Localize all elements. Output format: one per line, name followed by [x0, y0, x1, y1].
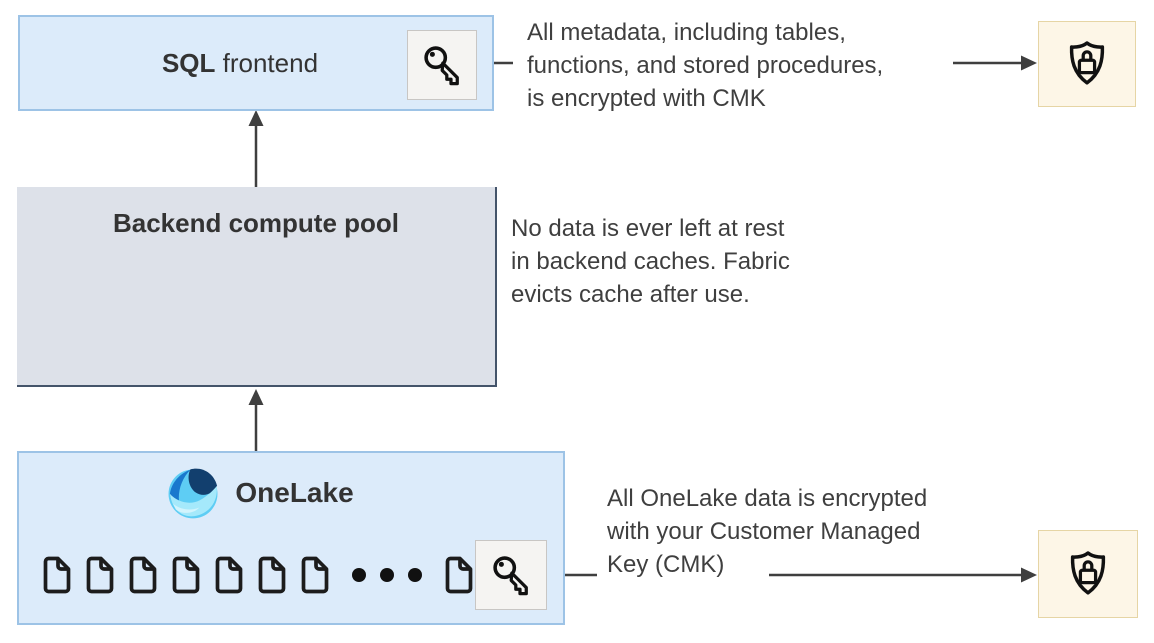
key-icon — [424, 46, 459, 86]
arrow-onelake-to-backend — [248, 389, 264, 451]
arrow-backend-to-sql — [248, 110, 264, 187]
onelake-label: OneLake — [235, 477, 354, 508]
shield-lock-icon — [1069, 41, 1105, 85]
arrow-onelake-text-to-shield — [769, 567, 1037, 583]
document-icon — [172, 556, 200, 594]
cmk-key-tile-onelake — [475, 540, 547, 610]
cmk-shield-tile-onelake — [1038, 530, 1138, 618]
arrow-metadata-text-to-shield — [953, 55, 1037, 71]
onelake-header: OneLake — [17, 460, 501, 526]
document-icon — [129, 556, 157, 594]
ellipsis-dot — [352, 568, 366, 582]
onelake-logo — [168, 468, 218, 519]
backend-compute-pool-box: Backend compute pool — [17, 187, 497, 539]
key-icon — [493, 556, 528, 596]
onelake-box — [17, 451, 565, 625]
onelake-annotation: All OneLake data is encrypted with your … — [607, 485, 928, 578]
document-icon — [43, 556, 71, 594]
document-icon — [86, 556, 114, 594]
metadata-annotation: All metadata, including tables, function… — [527, 19, 884, 112]
ellipsis-dots — [345, 568, 429, 582]
document-icon — [215, 556, 243, 594]
document-icon — [445, 556, 473, 594]
onelake-documents-row — [40, 555, 476, 595]
document-icon — [301, 556, 329, 594]
document-icon — [258, 556, 286, 594]
backend-compute-pool-label: Backend compute pool — [112, 208, 400, 238]
cmk-key-tile-sql — [407, 30, 477, 100]
ellipsis-dot — [380, 568, 394, 582]
ellipsis-dot — [408, 568, 422, 582]
sql-frontend-label: SQL frontend — [161, 47, 319, 78]
sql-frontend-box: SQL frontend — [18, 15, 494, 111]
cmk-shield-tile-metadata — [1038, 21, 1136, 107]
cache-annotation: No data is ever left at rest in backend … — [511, 215, 790, 308]
shield-lock-icon — [1070, 551, 1106, 595]
